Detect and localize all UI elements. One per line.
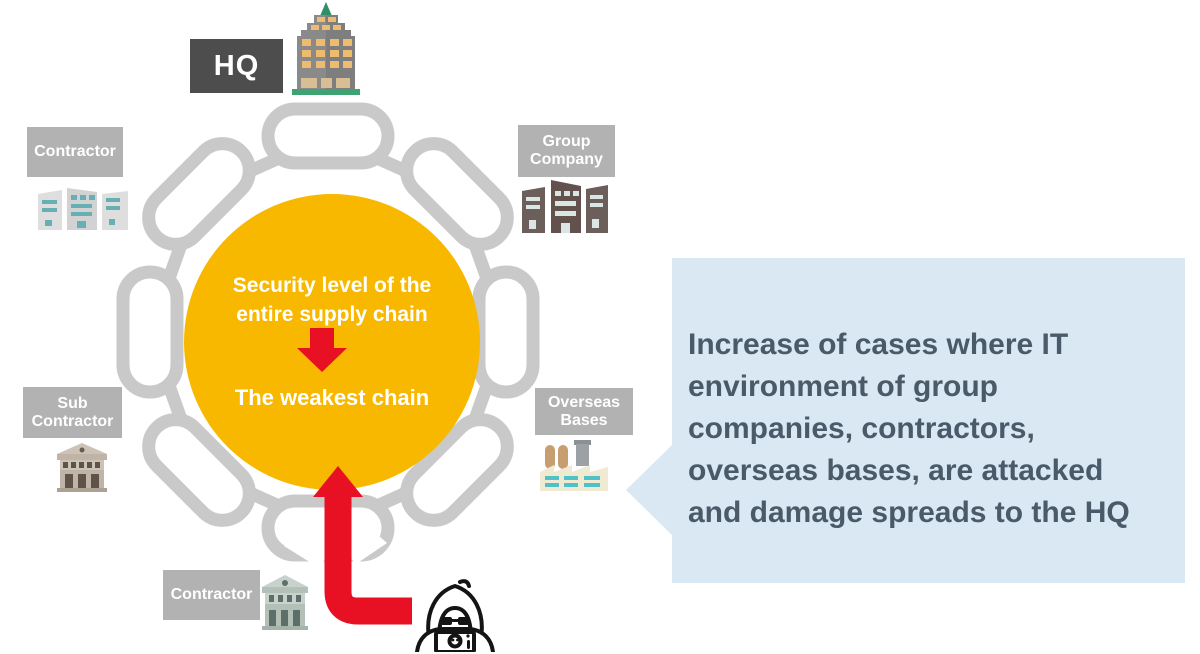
- hq-tag-label: HQ: [213, 49, 260, 82]
- city-buildings-icon: [38, 188, 128, 230]
- hacker-icon: [415, 579, 495, 652]
- circle-caption-line1: Security level of the: [232, 274, 432, 297]
- sub-contractor-label: Sub Contractor: [31, 394, 114, 430]
- sub-contractor-tag: Sub Contractor: [23, 387, 122, 438]
- overseas-bases-tag: Overseas Bases: [535, 388, 633, 435]
- contractor-bottom-tag: Contractor: [163, 570, 260, 620]
- circle-caption-line3: The weakest chain: [234, 385, 430, 410]
- office-tower-icon: [292, 2, 360, 95]
- bank-building-icon: [57, 443, 107, 492]
- callout-text: Increase of cases where IT environment o…: [688, 324, 1179, 534]
- hq-tag: HQ: [190, 39, 283, 93]
- group-company-label: Group Company: [530, 133, 603, 168]
- overseas-bases-label: Overseas Bases: [547, 393, 621, 429]
- callout-line: Increase of cases where IT: [688, 328, 1069, 361]
- circle-caption-top: Security level of the entire supply chai…: [182, 271, 482, 329]
- contractor-top-tag: Contractor: [27, 127, 123, 177]
- contractor-bottom-label: Contractor: [170, 586, 253, 604]
- circle-caption-bottom: The weakest chain: [182, 384, 482, 412]
- contractor-top-label: Contractor: [34, 143, 116, 161]
- chain-ring-graphic: [116, 102, 540, 625]
- group-company-tag: Group Company: [518, 125, 615, 177]
- red-down-arrow-icon: [297, 328, 347, 372]
- dark-city-buildings-icon: [522, 180, 608, 233]
- bank-building-icon: [262, 575, 308, 630]
- callout-bubble: Increase of cases where IT environment o…: [626, 258, 1185, 583]
- callout-line: environment of group: [688, 370, 998, 403]
- callout-line: and damage spreads to the HQ: [688, 496, 1130, 529]
- factory-icon: [540, 440, 608, 491]
- circle-caption-line2: entire supply chain: [236, 303, 428, 326]
- red-attack-arrow: [313, 466, 412, 625]
- callout-line: overseas bases, are attacked: [688, 454, 1104, 487]
- callout-bubble-tail: [626, 445, 672, 535]
- callout-line: companies, contractors,: [688, 412, 1035, 445]
